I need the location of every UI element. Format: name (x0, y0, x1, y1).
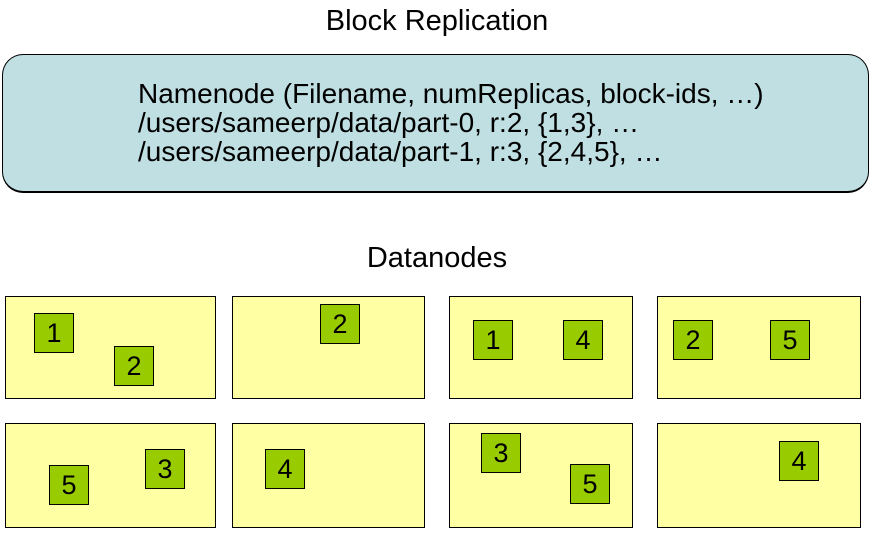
block-replica-2: 2 (673, 320, 713, 360)
block-replica-2: 2 (114, 346, 154, 386)
block-replica-3: 3 (145, 449, 185, 489)
block-replica-5: 5 (770, 320, 810, 360)
block-replica-4: 4 (779, 441, 819, 481)
datanode-box-2: 2 (232, 296, 425, 399)
datanodes-label: Datanodes (366, 242, 508, 274)
namenode-box: Namenode (Filename, numReplicas, block-i… (2, 54, 869, 193)
namenode-heading-line: Namenode (Filename, numReplicas, block-i… (138, 78, 764, 109)
namenode-file-entry-part0: /users/sameerp/data/part-0, r:2, {1,3}, … (138, 107, 640, 138)
namenode-text: Namenode (Filename, numReplicas, block-i… (138, 79, 764, 166)
block-replica-1: 1 (34, 313, 74, 353)
diagram-title: Block Replication (325, 5, 549, 37)
datanode-box-6: 4 (232, 423, 425, 528)
namenode-file-entry-part1: /users/sameerp/data/part-1, r:3, {2,4,5}… (138, 136, 663, 167)
block-replica-4: 4 (563, 320, 603, 360)
block-replica-2: 2 (320, 304, 360, 344)
block-replica-5: 5 (570, 464, 610, 504)
block-replica-5: 5 (49, 465, 89, 505)
datanode-box-8: 4 (657, 423, 861, 528)
block-replica-4: 4 (265, 449, 305, 489)
block-replica-3: 3 (481, 433, 521, 473)
block-replica-1: 1 (473, 320, 513, 360)
